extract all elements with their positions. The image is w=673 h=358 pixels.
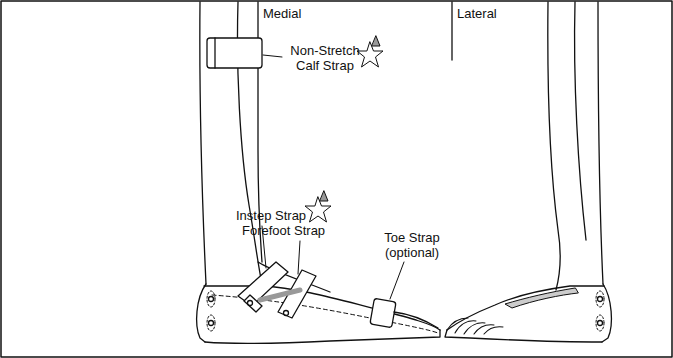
footplate-top <box>447 286 604 330</box>
leg-front <box>548 2 560 290</box>
label-line <box>451 2 452 60</box>
rivet <box>209 297 214 302</box>
footplate-edge <box>212 295 438 333</box>
calf-strap <box>207 38 262 68</box>
rivet <box>209 321 214 326</box>
leader-line <box>390 262 404 299</box>
rivet-outline <box>596 291 604 307</box>
rivet <box>284 311 289 316</box>
part-label: Non-Stretch Calf Strap <box>284 43 366 73</box>
toes <box>394 312 438 328</box>
heel-cup <box>197 284 206 342</box>
rivet-outline <box>596 315 604 331</box>
leader-line <box>298 241 300 274</box>
shell-back <box>598 2 603 284</box>
footplate-top <box>204 286 440 330</box>
sole <box>445 330 602 342</box>
toe-strap <box>370 298 396 327</box>
strap-shade <box>260 290 300 300</box>
rivet <box>598 297 603 302</box>
rivet <box>248 301 253 306</box>
warning-star <box>357 36 383 67</box>
medial-brace <box>197 2 440 344</box>
leader-line <box>263 55 282 57</box>
toes <box>447 318 503 334</box>
heel-cup <box>602 284 611 342</box>
rivet-outline <box>207 315 215 331</box>
strap-tab <box>214 38 215 68</box>
sole <box>205 330 440 344</box>
part-label: Forefoot Strap <box>242 223 325 238</box>
lateral-brace <box>445 2 611 342</box>
footplate-band <box>505 288 578 308</box>
buckle <box>244 295 262 312</box>
shell-trimline <box>575 2 586 240</box>
shell-back <box>200 2 206 284</box>
rivet-outline <box>207 291 215 307</box>
view-label: Medial <box>263 6 301 21</box>
part-label: Instep Strap <box>236 208 306 223</box>
rivet <box>598 321 603 326</box>
warning-star <box>305 191 331 222</box>
view-label: Lateral <box>457 6 497 21</box>
part-label: Toe Strap (optional) <box>376 230 448 260</box>
